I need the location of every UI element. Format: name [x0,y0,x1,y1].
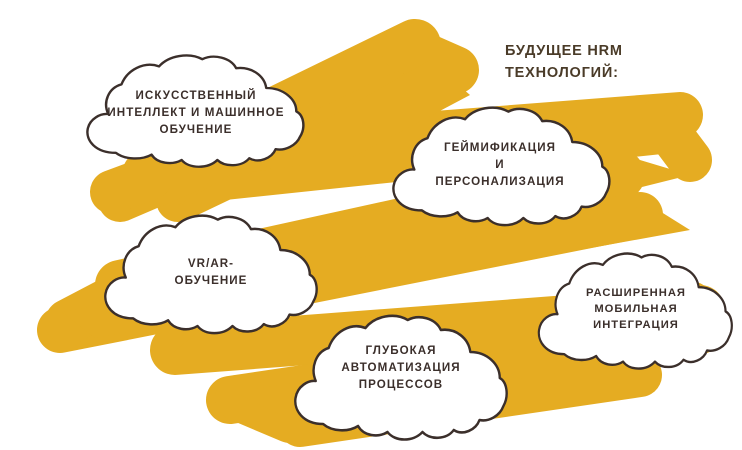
cloud-label-vr-ar-training: VR/AR- ОБУЧЕНИЕ [174,257,248,287]
brush-stroke-12 [381,24,479,94]
cloud-label-gamification-personalization: ГЕЙМИФИКАЦИЯ И ПЕРСОНАЛИЗАЦИЯ [435,141,565,188]
brush-stroke-14 [90,156,172,214]
cloud-label-deep-process-automation: ГЛУБОКАЯ АВТОМАТИЗАЦИЯ ПРОЦЕССОВ [341,344,461,391]
cloud-label-extended-mobile-integration: РАСШИРЕННАЯ МОБИЛЬНАЯ ИНТЕГРАЦИЯ [586,287,686,332]
brush-wedge-1 [255,60,470,185]
brush-stroke-17 [215,375,313,443]
page-title: БУДУЩЕЕ HRM ТЕХНОЛОГИЙ: [505,43,623,82]
cloud-label-ai-machine-learning: ИСКУССТВЕННЫЙ ИНТЕЛЛЕКТ И МАШИННОЕ ОБУЧЕ… [107,89,285,136]
